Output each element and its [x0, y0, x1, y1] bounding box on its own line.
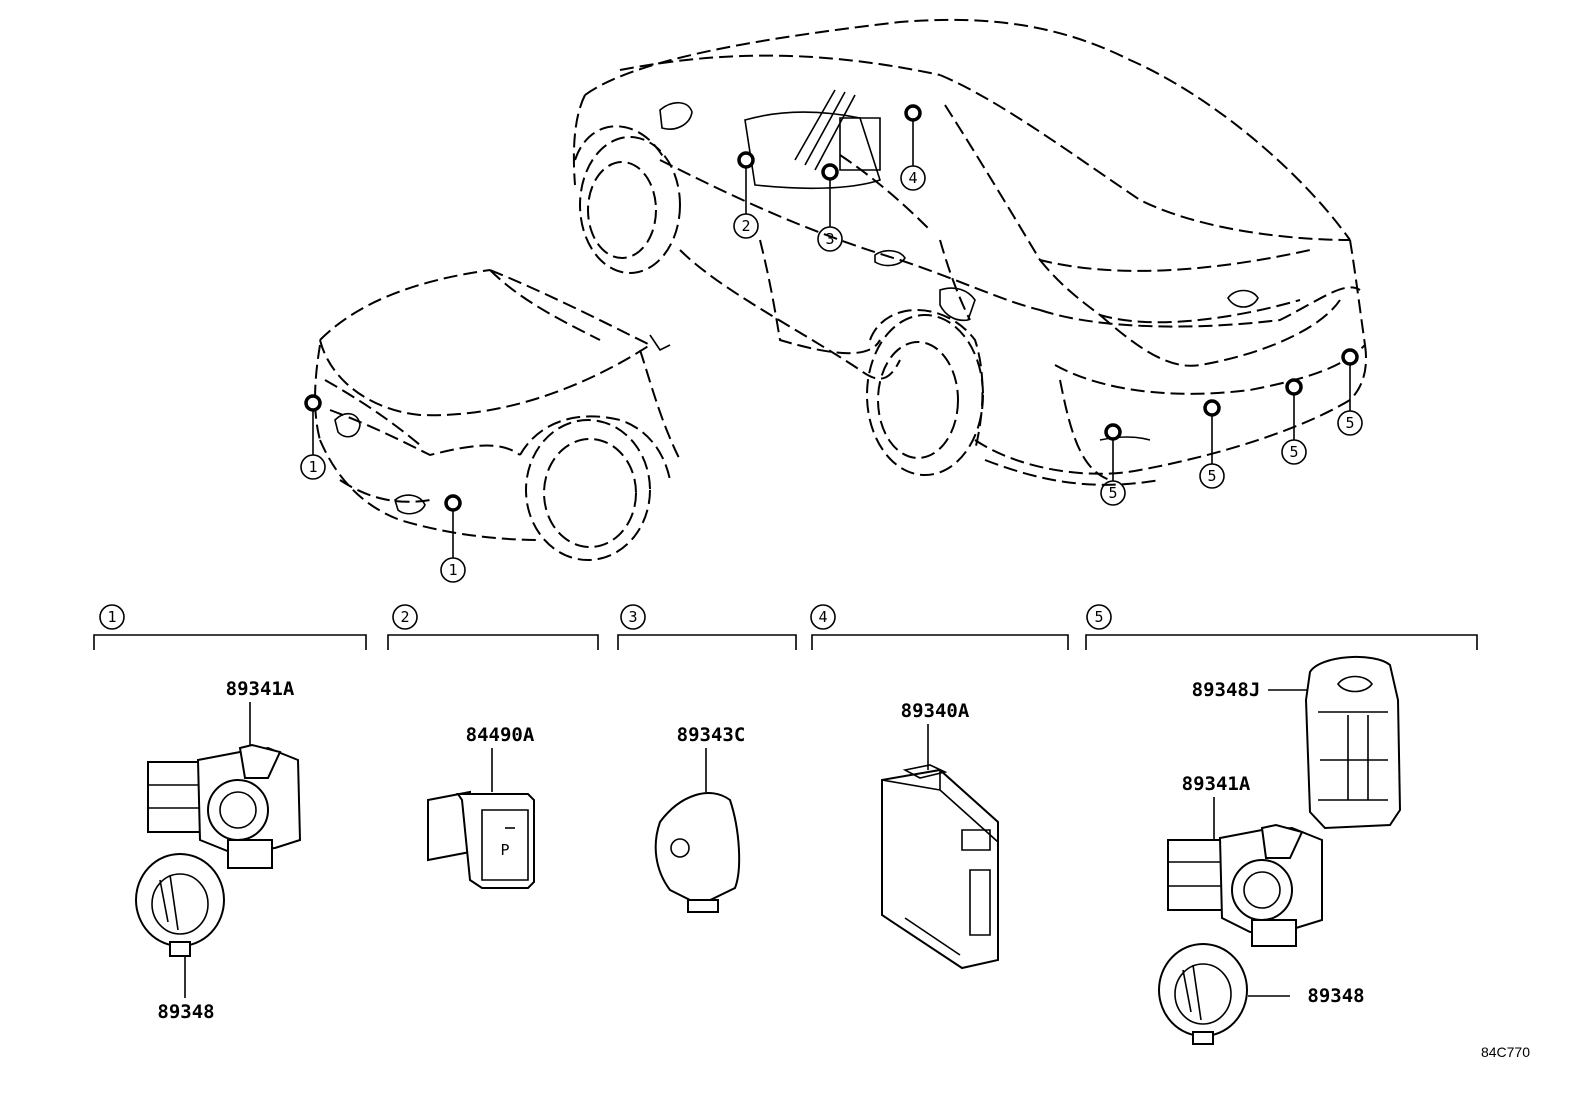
- callout-label: 5: [1345, 414, 1354, 432]
- callout-2: 2: [733, 167, 759, 239]
- group-2-parts: 84490A P: [427, 724, 535, 889]
- group-5-parts: 89348J 89341A 89348: [1158, 655, 1402, 1045]
- callout-label: 4: [908, 169, 917, 187]
- callout-label: 5: [1207, 467, 1216, 485]
- group-number: 3: [628, 608, 637, 626]
- group-3-parts: 89343C: [654, 724, 746, 913]
- part-number-89340A: 89340A: [901, 700, 970, 722]
- sensor-retainer-icon: [1158, 943, 1248, 1045]
- figure-id: 84C770: [1481, 1044, 1530, 1060]
- group-4-parts: 89340A: [881, 700, 999, 970]
- rear-car-illustration: [572, 18, 1368, 486]
- buzzer-icon: [654, 792, 741, 913]
- callout-label: 2: [741, 217, 750, 235]
- part-number-89348J: 89348J: [1192, 679, 1261, 701]
- switch-icon-label: P: [500, 841, 509, 859]
- location-callouts: 1 1 2 3 4 5 5: [300, 120, 1363, 583]
- part-number-89348: 89348: [157, 1001, 214, 1023]
- group-number: 2: [400, 608, 409, 626]
- part-number-89348: 89348: [1307, 985, 1364, 1007]
- group-4-header: 4: [810, 604, 1069, 650]
- group-number: 5: [1094, 608, 1103, 626]
- sensor-retainer-icon: [135, 853, 225, 957]
- group-1-parts: 89341A 89348: [135, 678, 302, 1023]
- callout-5-c: 5: [1281, 394, 1307, 465]
- callout-label: 1: [448, 561, 457, 579]
- callout-1-front-right: 1: [440, 510, 466, 583]
- part-number-89341A: 89341A: [1182, 773, 1251, 795]
- callout-5-b: 5: [1199, 415, 1225, 489]
- callout-1-front-left: 1: [300, 410, 326, 480]
- part-number-89341A: 89341A: [226, 678, 295, 700]
- callout-label: 1: [308, 458, 317, 476]
- callout-5-d: 5: [1337, 364, 1363, 436]
- front-car-illustration: [314, 269, 681, 561]
- callout-label: 3: [825, 230, 834, 248]
- group-1-header: 1: [93, 604, 367, 650]
- group-2-header: 2: [387, 604, 599, 650]
- callout-label: 5: [1289, 443, 1298, 461]
- ultrasonic-sensor-icon: [1167, 823, 1323, 947]
- group-number: 4: [818, 608, 827, 626]
- ultrasonic-sensor-icon: [147, 743, 302, 869]
- callout-5-a: 5: [1100, 439, 1126, 506]
- callout-3: 3: [817, 179, 843, 252]
- sensor-holder-icon: [1304, 655, 1402, 830]
- group-number: 1: [107, 608, 116, 626]
- sonar-switch-icon: P: [427, 790, 535, 889]
- part-number-84490A: 84490A: [466, 724, 535, 746]
- control-module-icon: [881, 764, 999, 970]
- callout-4: 4: [900, 120, 926, 191]
- location-markers: [304, 104, 1359, 512]
- group-5-header: 5: [1085, 604, 1478, 650]
- part-number-89343C: 89343C: [677, 724, 746, 746]
- group-3-header: 3: [617, 604, 797, 650]
- callout-label: 5: [1108, 484, 1117, 502]
